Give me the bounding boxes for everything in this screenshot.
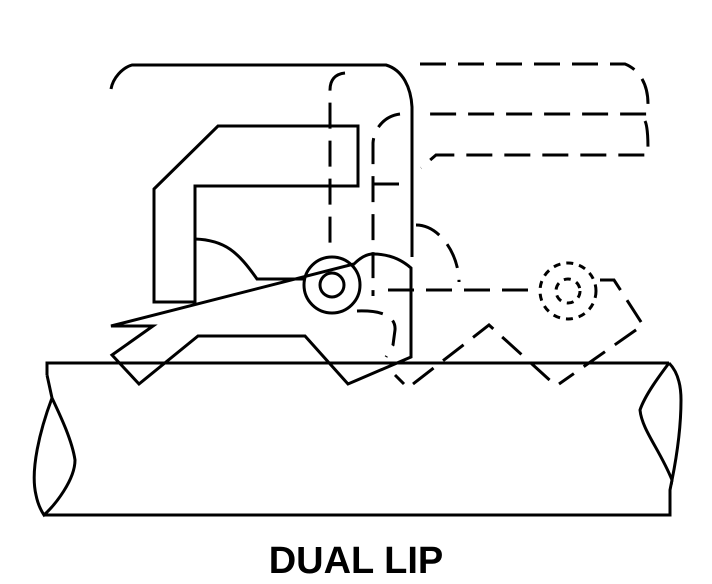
lip-spring-contour: [194, 237, 305, 281]
dashed-spring-inner: [554, 277, 582, 305]
hidden-lines: [328, 62, 650, 386]
inner-l-profile: [152, 124, 360, 304]
seal-case-solid: [109, 63, 414, 387]
dashed-spring-outer: [538, 261, 598, 321]
shaft-right-break: [638, 361, 683, 486]
diagram-caption: DUAL LIP: [268, 540, 444, 582]
shaft: [32, 361, 683, 518]
garter-spring-inner: [318, 271, 346, 299]
shaft-left-break: [32, 374, 77, 518]
garter-spring-outer: [302, 255, 362, 315]
